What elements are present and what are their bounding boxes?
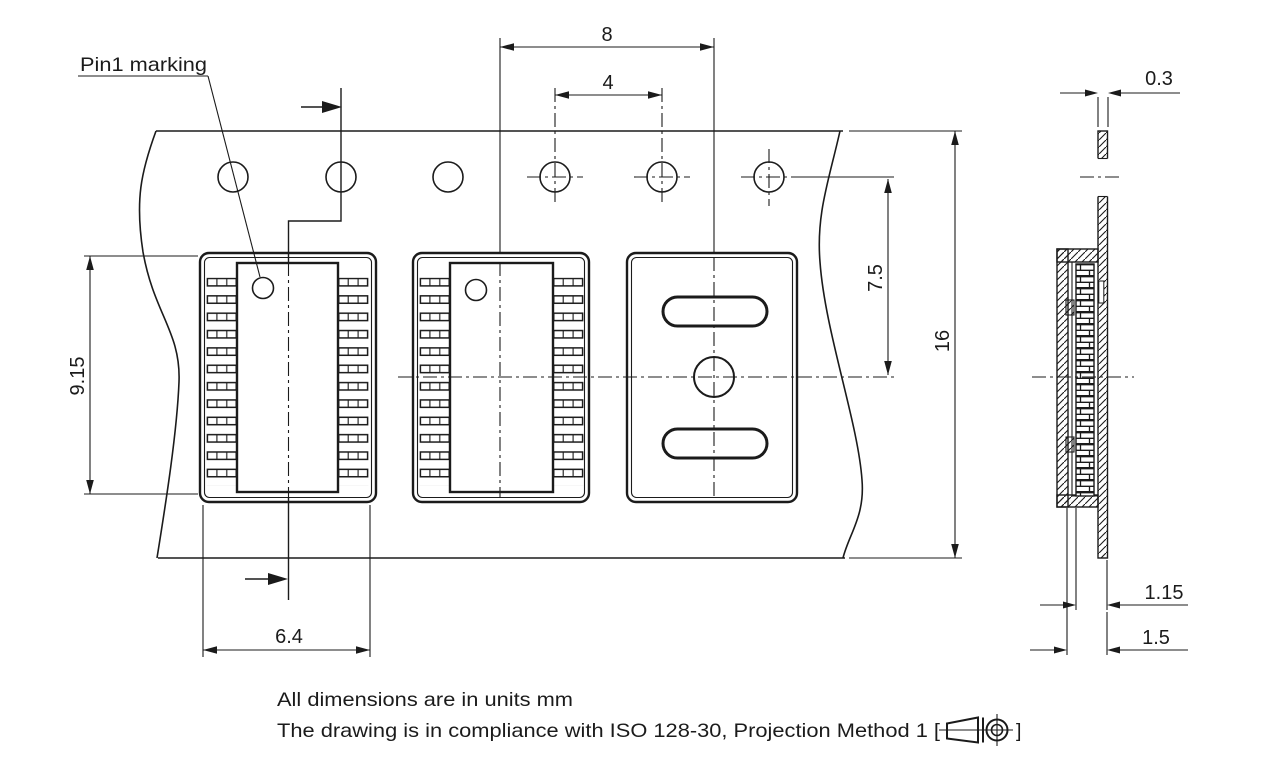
ic-package-section	[1075, 263, 1095, 497]
dim-pocket-width: 6.4	[202, 505, 371, 657]
dim-value: 0.3	[1145, 68, 1173, 90]
section-path	[287, 88, 342, 600]
pin1-callout-label: Pin1 marking	[80, 54, 207, 76]
lead-row-left	[206, 277, 238, 486]
pin1-slot-section	[1098, 280, 1105, 304]
lead-row-right	[337, 277, 369, 486]
dim-arrow	[648, 91, 662, 99]
dim-arrow	[700, 43, 714, 51]
dim-arrow	[86, 256, 94, 270]
compliance-note-close-bracket: ]	[1016, 720, 1021, 742]
dim-value: 6.4	[275, 626, 303, 648]
dim-tape-width: 16	[849, 130, 962, 559]
frustum-side-view	[946, 716, 979, 744]
section-line	[245, 88, 342, 600]
dim-value: 9.15	[67, 357, 89, 396]
dim-pocket-pitch: 8	[499, 24, 715, 253]
pocket-bottom-flange	[1056, 494, 1099, 508]
dim-value: 16	[932, 330, 954, 352]
dim-value: 8	[601, 24, 612, 46]
dim-arrow	[884, 361, 892, 375]
dim-arrow	[1108, 89, 1121, 97]
section-arrow-bottom	[268, 573, 288, 585]
pocket-wall-notch	[1065, 436, 1075, 453]
dim-value: 1.5	[1142, 627, 1170, 649]
dim-arrow	[1107, 601, 1120, 609]
pin1-marking-dot	[251, 276, 275, 300]
dim-value: 7.5	[865, 264, 887, 292]
sprocket-hole	[217, 161, 249, 193]
dim-arrow	[1085, 89, 1098, 97]
lead-row-right	[552, 277, 584, 486]
sprocket-hole	[432, 161, 464, 193]
first-angle-projection-icon	[939, 714, 1013, 746]
ic-package-body	[235, 261, 340, 494]
dim-tape-thickness: 0.3	[1060, 68, 1180, 127]
sprocket-holes	[217, 149, 797, 206]
dim-arrow	[203, 646, 217, 654]
pocket-1	[198, 251, 378, 504]
lead-row-left	[419, 277, 451, 486]
dim-pocket-depth-total: 1.5	[1030, 508, 1188, 655]
dim-arrow	[86, 480, 94, 494]
tape-left-break-edge	[138, 130, 180, 559]
dim-arrow	[884, 179, 892, 193]
dim-arrow	[1054, 646, 1067, 654]
dim-arrow	[951, 544, 959, 558]
units-note: All dimensions are in units mm	[277, 689, 573, 711]
sprocket-hole-gap	[1096, 158, 1109, 197]
pocket-wall-notch	[1065, 299, 1075, 316]
dim-value: 4	[602, 72, 613, 94]
dim-value: 1.15	[1145, 582, 1184, 604]
pocket-outline	[411, 251, 591, 504]
dim-arrow	[356, 646, 370, 654]
pin1-marking-dot	[464, 278, 488, 302]
pin1-callout: Pin1 marking	[78, 54, 261, 278]
drawing-notes: All dimensions are in units mm The drawi…	[277, 689, 1021, 746]
side-section-view	[1032, 130, 1134, 559]
tape-outline	[138, 130, 864, 559]
pocket-left-wall	[1056, 248, 1069, 508]
dim-arrow	[1107, 646, 1120, 654]
dim-arrow	[1063, 601, 1076, 609]
dim-pocket-depth-inner: 1.15	[1040, 508, 1188, 610]
dim-sprocket-to-center: 7.5	[797, 176, 894, 375]
dim-arrow	[500, 43, 514, 51]
pocket-slot-bottom	[661, 427, 769, 460]
dim-arrow	[951, 131, 959, 145]
compliance-note: The drawing is in compliance with ISO 12…	[277, 720, 941, 742]
dim-arrow	[555, 91, 569, 99]
tape-right-break-edge	[818, 130, 864, 559]
dim-pocket-length: 9.15	[67, 255, 198, 495]
callout-leader-line	[207, 75, 261, 278]
pocket-slot-top	[661, 295, 769, 328]
tape-strip-section	[1097, 130, 1109, 559]
dim-sprocket-pitch: 4	[554, 72, 663, 206]
section-arrow-top	[322, 101, 342, 113]
